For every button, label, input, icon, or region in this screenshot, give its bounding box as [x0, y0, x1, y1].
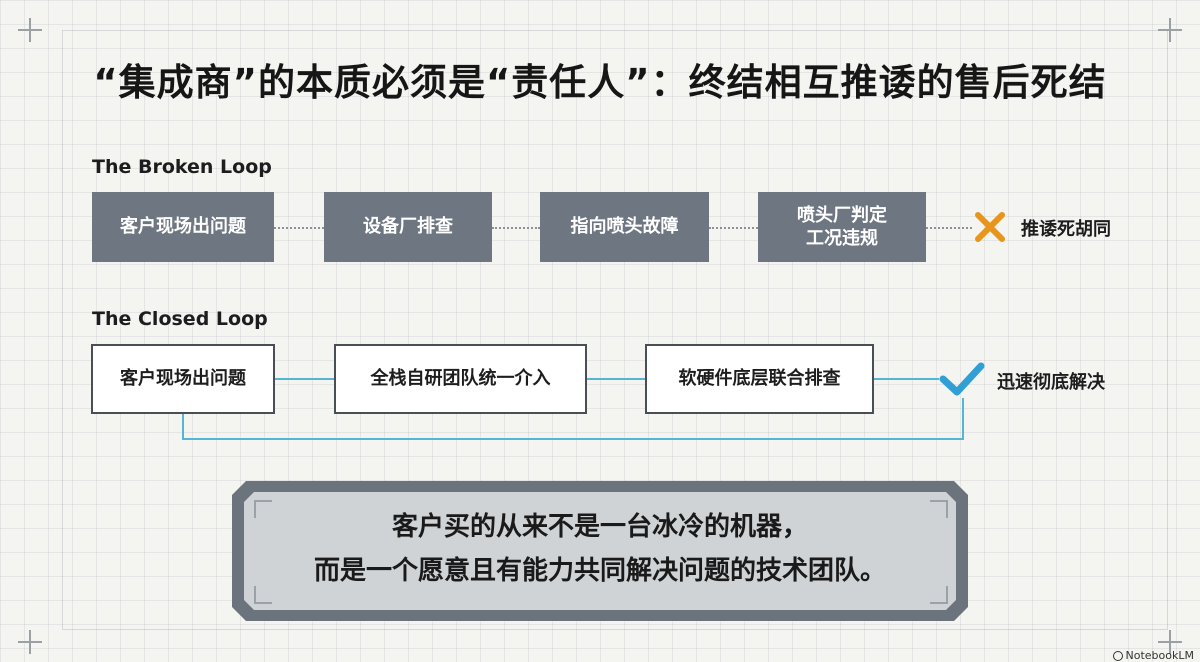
broken-loop-label: The Broken Loop	[92, 156, 272, 178]
broken-step-4: 喷头厂判定 工况违规	[758, 192, 926, 262]
corner-cross-icon	[18, 630, 42, 654]
watermark-text: NotebookLM	[1125, 649, 1194, 662]
quote-line-1: 客户买的从来不是一台冰冷的机器，	[391, 512, 808, 542]
closed-step-1: 客户现场出问题	[91, 344, 275, 414]
quote-text: 客户买的从来不是一台冰冷的机器， 而是一个愿意且有能力共同解决问题的技术团队。	[244, 505, 956, 593]
feedback-line	[962, 398, 964, 440]
feedback-line	[182, 412, 184, 440]
broken-step-3: 指向喷头故障	[540, 192, 709, 262]
corner-cross-icon	[18, 18, 42, 42]
closed-step-3: 软硬件底层联合排查	[645, 344, 874, 414]
corner-cross-icon	[1158, 630, 1182, 654]
broken-step-2: 设备厂排查	[324, 192, 492, 262]
broken-loop-connector	[926, 227, 972, 229]
broken-step-1: 客户现场出问题	[92, 192, 274, 262]
quote-panel	[244, 492, 956, 610]
closed-loop-label: The Closed Loop	[92, 308, 268, 330]
closed-loop-connector	[274, 378, 336, 380]
corner-bracket-icon	[254, 500, 272, 518]
slide-frame	[62, 30, 1168, 630]
broken-loop-outcome: 推诿死胡同	[1021, 219, 1111, 240]
corner-bracket-icon	[930, 500, 948, 518]
closed-loop-outcome: 迅速彻底解决	[997, 372, 1105, 393]
quote-line-2: 而是一个愿意且有能力共同解决问题的技术团队。	[313, 556, 886, 586]
check-icon	[939, 362, 985, 396]
watermark: NotebookLM	[1112, 649, 1194, 662]
cross-icon	[975, 212, 1005, 242]
corner-bracket-icon	[254, 586, 272, 604]
closed-loop-connector	[586, 378, 646, 380]
broken-loop-connector	[709, 227, 758, 229]
page-title: “集成商”的本质必须是“责任人”：终结相互推诿的售后死结	[93, 61, 1107, 104]
notebooklm-logo-icon	[1112, 650, 1123, 661]
broken-loop-connector	[274, 227, 324, 229]
corner-bracket-icon	[930, 586, 948, 604]
feedback-line	[182, 438, 964, 440]
closed-loop-connector	[873, 378, 939, 380]
corner-cross-icon	[1158, 18, 1182, 42]
closed-step-2: 全栈自研团队统一介入	[334, 344, 587, 414]
broken-loop-connector	[492, 227, 540, 229]
